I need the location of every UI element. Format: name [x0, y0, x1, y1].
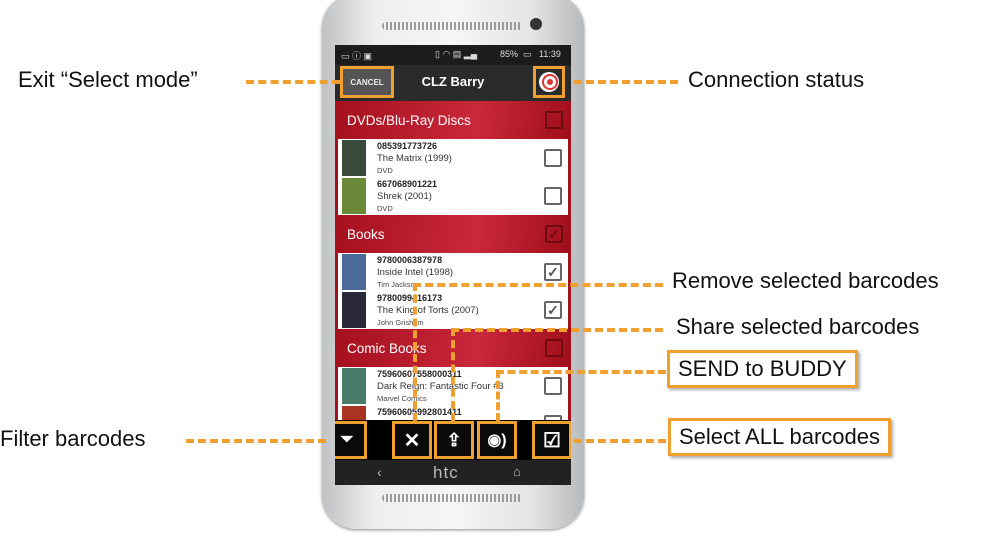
clock: 11:39 [539, 49, 561, 59]
back-icon[interactable]: ‹ [377, 464, 382, 480]
cancel-button[interactable]: CANCEL [340, 66, 394, 98]
system-icons: ▯ ◠ ▤ ▂▄ [435, 49, 478, 59]
connection-status-button[interactable] [533, 66, 565, 98]
section-title: Comic Books [347, 340, 427, 356]
connection-status-icon [539, 72, 559, 92]
bottom-toolbar: ⏷ ✕ ⇪ ◉) ☑ [335, 420, 571, 460]
section-checkbox[interactable]: ✓ [545, 225, 563, 243]
notification-icons: ▭ ⓘ ▣ [341, 51, 373, 61]
top-speaker [382, 22, 522, 30]
section-title: DVDs/Blu-Ray Discs [347, 112, 471, 128]
item-checkbox[interactable] [544, 187, 562, 205]
cover-thumbnail [342, 254, 366, 290]
item-subtitle: DVD [377, 166, 393, 175]
cover-thumbnail [342, 368, 366, 404]
page-title: CLZ Barry [421, 74, 485, 89]
connector-line [246, 80, 340, 84]
item-title: Shrek (2001) [377, 191, 432, 202]
select-all-button[interactable]: ☑ [532, 421, 571, 459]
item-title: Inside Intel (1998) [377, 267, 454, 278]
connector-line [413, 283, 417, 421]
filter-button[interactable]: ⏷ [335, 421, 367, 459]
barcode: 75960605992801411 [377, 407, 462, 417]
battery-icon: ▭ [523, 49, 532, 59]
label-remove-selected: Remove selected barcodes [672, 268, 939, 293]
section-checkbox[interactable] [545, 339, 563, 357]
connector-line [451, 328, 455, 421]
item-subtitle: John Grisham [377, 318, 424, 327]
section-header[interactable]: DVDs/Blu-Ray Discs [335, 101, 571, 139]
connector-line [496, 370, 666, 374]
bottom-speaker [382, 494, 522, 502]
label-filter-barcodes: Filter barcodes [0, 426, 146, 451]
status-bar: ▭ ⓘ ▣ ▯ ◠ ▤ ▂▄ 85% ▭ 11:39 [335, 45, 571, 65]
phone-screen: ▭ ⓘ ▣ ▯ ◠ ▤ ▂▄ 85% ▭ 11:39 CLZ Barry CAN… [335, 45, 571, 485]
connector-line [413, 283, 663, 287]
barcode: 9780099416173 [377, 293, 443, 303]
barcode: 667068901221 [377, 179, 438, 189]
connector-line [186, 439, 326, 443]
label-connection-status: Connection status [688, 67, 865, 92]
label-share-selected: Share selected barcodes [676, 314, 920, 339]
item-subtitle: DVD [377, 204, 393, 213]
barcode: 75960607558000311 [377, 369, 462, 379]
item-title: The King of Torts (2007) [377, 305, 479, 316]
label-select-all: Select ALL barcodes [668, 418, 891, 456]
share-icon: ⇪ [446, 429, 462, 450]
checkbox-icon: ☑ [543, 429, 561, 452]
cover-thumbnail [342, 292, 366, 328]
front-camera [530, 18, 542, 30]
connector-line [574, 439, 666, 443]
barcode: 085391773726 [377, 141, 438, 151]
cover-thumbnail [342, 140, 366, 176]
item-subtitle: Marvel Comics [377, 394, 427, 403]
item-checkbox[interactable] [544, 149, 562, 167]
wireless-icon: ◉) [487, 432, 507, 449]
section-header[interactable]: Books ✓ [335, 215, 571, 253]
home-icon[interactable]: ⌂ [513, 464, 521, 479]
section-title: Books [347, 226, 385, 242]
share-button[interactable]: ⇪ [434, 421, 474, 459]
item-checkbox[interactable] [544, 377, 562, 395]
android-nav-bar: ‹ htc ⌂ [335, 460, 571, 485]
list-item[interactable]: 667068901221 Shrek (2001) DVD [335, 177, 571, 215]
label-send-to-buddy: SEND to BUDDY [667, 350, 858, 388]
connector-line [496, 370, 500, 421]
battery-level: 85% [500, 49, 519, 59]
label-exit-select-mode: Exit “Select mode” [18, 67, 198, 92]
app-header: CLZ Barry CANCEL [335, 65, 571, 101]
filter-icon: ⏷ [340, 431, 354, 448]
connector-line [574, 80, 678, 84]
connector-line [451, 328, 663, 332]
close-icon: ✕ [403, 429, 421, 452]
remove-button[interactable]: ✕ [392, 421, 432, 459]
cover-thumbnail [342, 178, 366, 214]
barcode: 9780006387978 [377, 255, 443, 265]
item-checkbox[interactable]: ✓ [544, 301, 562, 319]
brand-logo: htc [433, 463, 459, 482]
list-item[interactable]: 085391773726 The Matrix (1999) DVD [335, 139, 571, 177]
send-to-buddy-button[interactable]: ◉) [477, 421, 517, 459]
item-subtitle: Tim Jackson [377, 280, 419, 289]
item-checkbox[interactable]: ✓ [544, 263, 562, 281]
item-title: Dark Reign: Fantastic Four #3 [377, 381, 504, 392]
list-item[interactable]: 9780099416173 The King of Torts (2007) J… [335, 291, 571, 329]
item-title: The Matrix (1999) [377, 153, 452, 164]
section-checkbox[interactable] [545, 111, 563, 129]
